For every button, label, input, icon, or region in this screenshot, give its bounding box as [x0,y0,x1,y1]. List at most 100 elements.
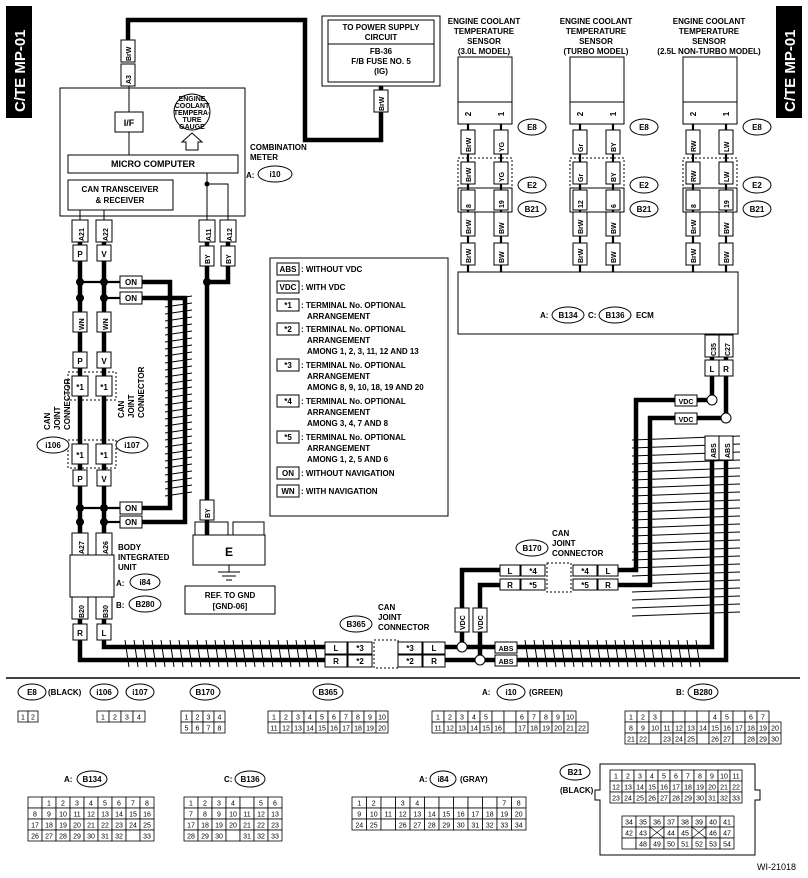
svg-text:4: 4 [713,715,717,722]
svg-text:1: 1 [357,801,361,808]
svg-text:BW: BW [499,251,506,263]
svg-text:50: 50 [667,842,675,849]
svg-text:22: 22 [101,823,109,830]
svg-text:6: 6 [332,715,336,722]
svg-text:18: 18 [530,726,538,733]
svg-text:R: R [605,581,611,590]
tag-e2: E2 [742,176,772,194]
svg-text:15: 15 [648,785,656,792]
svg-text:21: 21 [627,737,635,744]
svg-text:A22: A22 [103,228,110,241]
svg-text:L: L [334,644,339,653]
ground-e: E REF. TO GND [GND-06] [184,521,276,615]
svg-text:6: 6 [117,801,121,808]
svg-text:4: 4 [472,715,476,722]
svg-text:JOINT: JOINT [53,406,62,430]
svg-text:11: 11 [434,726,441,733]
svg-text:BW: BW [499,222,506,234]
svg-text:31: 31 [471,823,479,830]
svg-text:B365: B365 [318,688,338,697]
svg-text:JOINT: JOINT [378,613,402,622]
svg-text:SENSOR: SENSOR [692,37,726,46]
svg-text:BrW: BrW [578,219,585,234]
svg-text:6: 6 [273,801,277,808]
svg-text:*5: *5 [529,581,537,590]
svg-text:B280: B280 [693,688,713,697]
svg-text:36: 36 [653,820,661,827]
svg-text:19: 19 [500,812,508,819]
svg-text:18: 18 [684,785,692,792]
svg-text:5: 5 [484,715,488,722]
svg-text:ON: ON [125,518,137,527]
svg-text:BrW: BrW [691,219,698,234]
svg-text:V: V [101,475,107,484]
legend-item-0: ABS: WITHOUT VDC [276,262,363,276]
svg-text:12: 12 [578,200,585,208]
svg-text:A:: A: [116,579,124,588]
svg-text:26: 26 [399,823,407,830]
svg-text:A3: A3 [126,75,133,84]
svg-text:(IG): (IG) [374,67,388,76]
svg-text:C27: C27 [725,343,732,356]
svg-text:JOINT: JOINT [552,539,576,548]
svg-text:Gr: Gr [578,174,585,182]
svg-text:CONNECTOR: CONNECTOR [137,366,146,418]
svg-text:ARRANGEMENT: ARRANGEMENT [307,312,370,321]
svg-text:33: 33 [732,796,740,803]
svg-text:8: 8 [629,726,633,733]
svg-text:23: 23 [271,823,279,830]
svg-text:31: 31 [101,834,109,841]
svg-text:8: 8 [145,801,149,808]
svg-text:1: 1 [101,715,105,722]
svg-text:11: 11 [270,726,277,733]
legend-box [269,257,449,517]
svg-text:E8: E8 [639,123,649,132]
svg-text:*5: *5 [284,433,292,442]
svg-text:1: 1 [185,715,189,722]
svg-text:28: 28 [59,834,67,841]
svg-text:5: 5 [662,774,666,781]
svg-text:33: 33 [143,834,151,841]
tag-e8: E8 [517,118,547,136]
svg-text:1: 1 [722,111,731,116]
svg-text:29: 29 [201,834,209,841]
svg-text:15: 15 [711,726,719,733]
svg-text:10: 10 [229,812,237,819]
svg-text:13: 13 [624,785,632,792]
svg-text:11: 11 [243,812,250,819]
svg-text:19: 19 [759,726,767,733]
svg-text:11: 11 [663,726,670,733]
svg-text:22: 22 [257,823,265,830]
combination-meter: BrW A3 ENGINE COOLANT TEMPERA- TURE GAUG… [59,39,246,243]
svg-text:44: 44 [667,831,675,838]
svg-text:*1: *1 [284,301,292,310]
svg-text:SENSOR: SENSOR [467,37,501,46]
svg-text:30: 30 [457,823,465,830]
svg-text:C35: C35 [711,343,718,356]
svg-text:(BLACK): (BLACK) [48,688,82,697]
svg-text:BrW: BrW [578,248,585,263]
svg-text:R: R [333,657,339,666]
svg-text:28: 28 [428,823,436,830]
svg-text:8: 8 [466,204,473,208]
svg-text:2: 2 [641,715,645,722]
tag-e2: E2 [629,176,659,194]
svg-text:ON: ON [125,504,137,513]
svg-text:3: 3 [75,801,79,808]
svg-text:53: 53 [709,842,717,849]
svg-text:46: 46 [709,831,717,838]
svg-text:32: 32 [486,823,494,830]
tag-e8: E8 [629,118,659,136]
svg-text:E2: E2 [752,181,762,190]
svg-text:16: 16 [723,726,731,733]
svg-text:A:: A: [64,775,72,784]
svg-text:30: 30 [696,796,704,803]
svg-text:L: L [432,644,437,653]
svg-text:V: V [101,250,107,259]
svg-text:VDC: VDC [280,283,297,292]
svg-text:12: 12 [257,812,265,819]
svg-text:6: 6 [196,726,200,733]
svg-text:14: 14 [699,726,707,733]
svg-text:4: 4 [231,801,235,808]
